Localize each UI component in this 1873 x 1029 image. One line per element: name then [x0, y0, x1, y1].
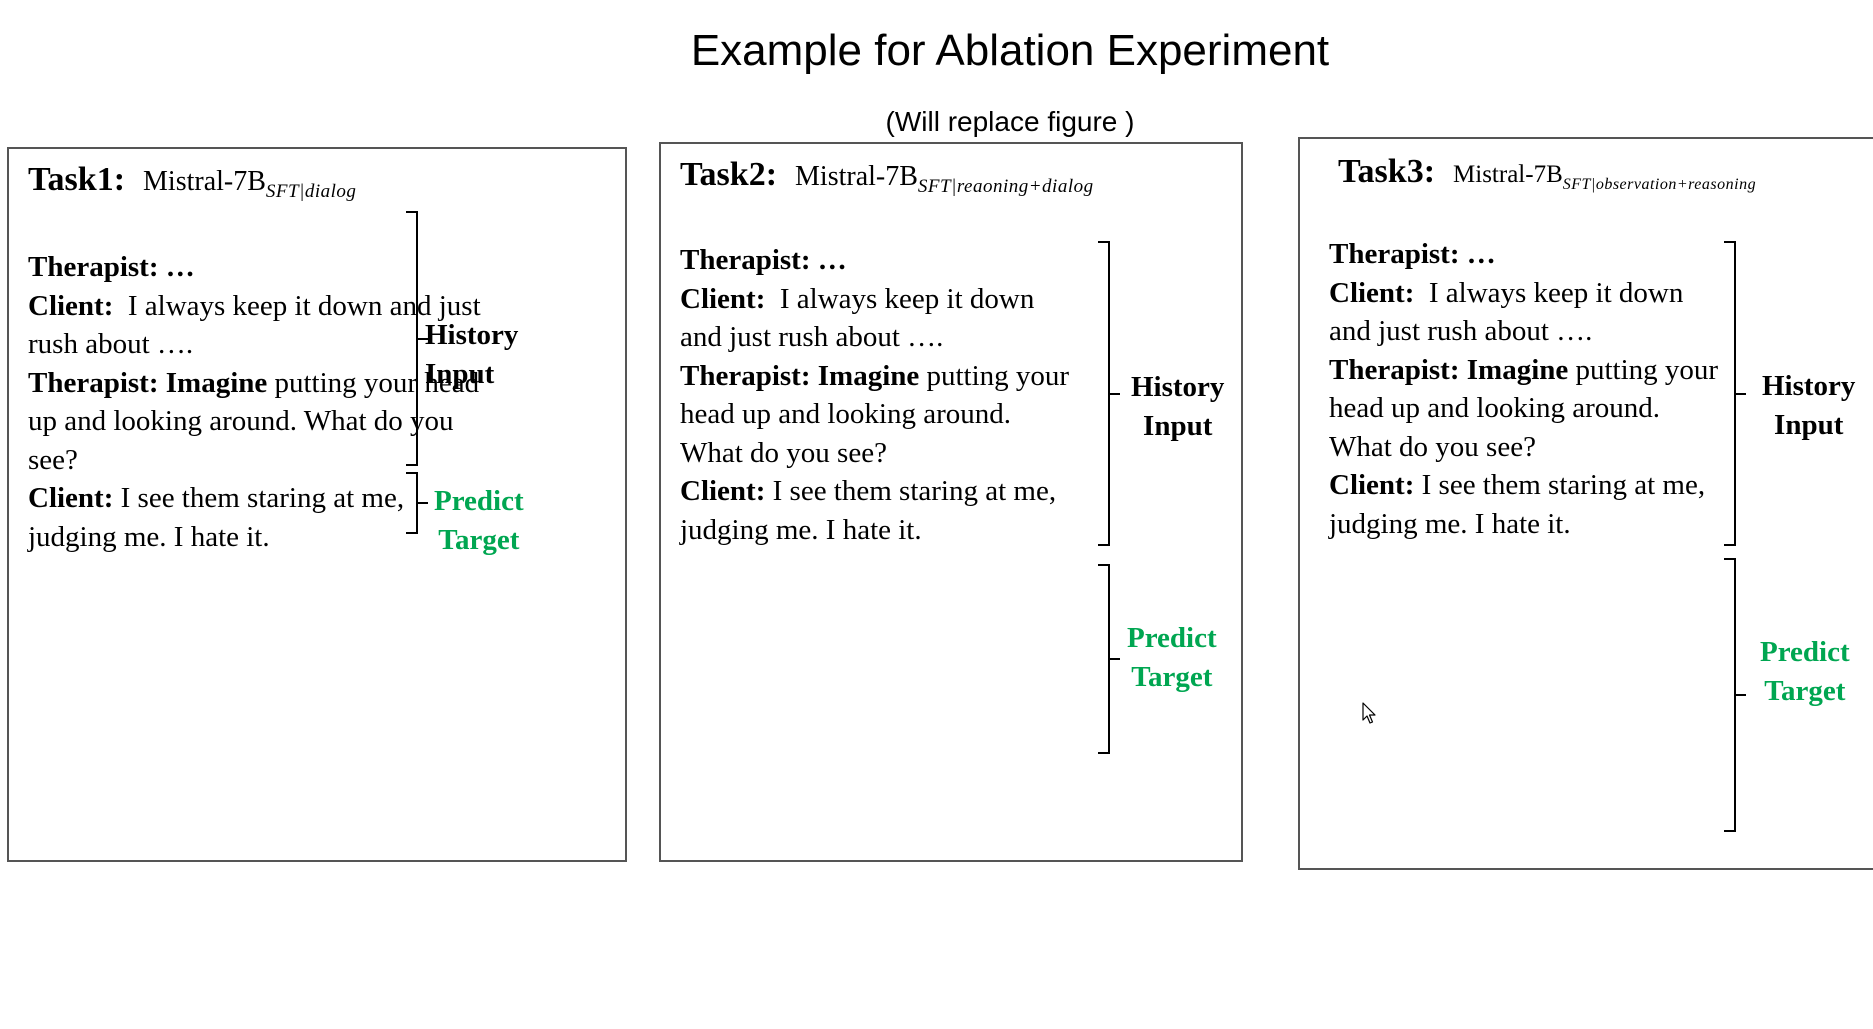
- task1-panel: Task1: Mistral-7BSFT|dialog Therapist: … …: [7, 147, 627, 862]
- mouse-cursor-icon: [1362, 702, 1376, 724]
- task1-history-label: History Input: [425, 319, 519, 390]
- dialog-therapist-2-speaker: Therapist: Imagine: [28, 366, 268, 399]
- task3-label: Task3:: [1338, 153, 1436, 190]
- task3-model-subscript: SFT|observation+reasoning: [1562, 176, 1757, 193]
- task2-model: Mistral-7B: [795, 161, 918, 192]
- task3-title: Task3: Mistral-7BSFT|observation+reasonin…: [1338, 153, 1756, 194]
- task1-label: Task1:: [28, 161, 126, 198]
- task2-model-subscript: SFT|reaoning+dialog: [917, 176, 1094, 197]
- task2-predict-bracket: [1098, 564, 1120, 754]
- figure-subtitle: (Will replace figure ): [885, 106, 1135, 137]
- dialog-client-1-text: I always keep it down and just rush abou…: [28, 289, 481, 361]
- dialog-client-2-speaker: Client:: [28, 482, 114, 514]
- task2-history-bracket: [1098, 241, 1120, 546]
- task3-history-label: History Input: [1762, 370, 1856, 441]
- task1-model: Mistral-7B: [143, 166, 266, 197]
- task3-model: Mistral-7B: [1453, 161, 1563, 188]
- task3-dialog: Therapist: … Client: I always keep it do…: [1329, 238, 1719, 540]
- dialog-therapist-2-text: putting your head up and looking around.…: [28, 366, 480, 476]
- task1-title: Task1: Mistral-7BSFT|dialog: [28, 161, 356, 203]
- dialog-client-2-text: I see them staring at me, judging me. I …: [28, 482, 405, 553]
- task2-title: Task2: Mistral-7BSFT|reaoning+dialog: [680, 156, 1094, 198]
- task1-history-bracket: [406, 211, 428, 466]
- dialog-therapist-1: Therapist: …: [28, 251, 195, 283]
- task2-predict-label: Predict Target: [1127, 622, 1217, 693]
- dialog-client-1-speaker: Client:: [28, 289, 114, 322]
- task1-dialog: Therapist: … Client: I always keep it do…: [28, 248, 498, 556]
- task2-history-label: History Input: [1131, 371, 1225, 442]
- task1-model-subscript: SFT|dialog: [265, 181, 357, 202]
- task3-panel: Task3: Mistral-7BSFT|observation+reasonin…: [1298, 137, 1873, 870]
- task2-panel: Task2: Mistral-7BSFT|reaoning+dialog Ther…: [659, 142, 1243, 862]
- task1-predict-label: Predict Target: [434, 485, 524, 556]
- task3-predict-bracket: [1724, 558, 1746, 832]
- task2-label: Task2:: [680, 156, 778, 193]
- figure-title: Example for Ablation Experiment: [690, 26, 1330, 75]
- task3-predict-label: Predict Target: [1760, 636, 1850, 707]
- task2-dialog: Therapist: … Client: I always keep it do…: [680, 244, 1070, 546]
- task3-history-bracket: [1724, 241, 1746, 546]
- task1-predict-bracket: [406, 472, 428, 534]
